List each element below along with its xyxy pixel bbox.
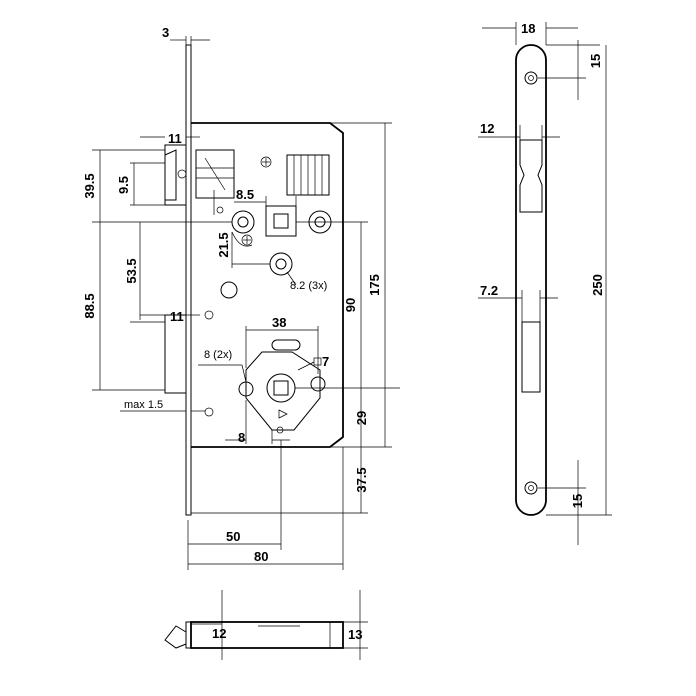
pin-hole-right: [310, 376, 326, 392]
screw-hole-middle: [269, 252, 293, 276]
dim-bolt-slot-width: 7.2: [480, 283, 498, 298]
faceplate-hole-top: [524, 71, 538, 85]
dim-faceplate-max: max 1.5: [124, 399, 163, 411]
arrow-icon: [278, 409, 288, 419]
front-view-dimensions: 3 11 9.5 39.5 53.5 88.5 11 max 1.5: [82, 25, 400, 570]
cylinder-plate: [245, 351, 321, 431]
dim-bolt-offset: 11: [170, 309, 184, 324]
bolt-housing: [164, 314, 187, 394]
dim-spindle-to-cylinder: 90: [343, 298, 358, 312]
dim-spindle-square: 8.5: [236, 187, 254, 202]
bolt-slot: [521, 321, 541, 393]
dim-body-depth: 80: [254, 549, 268, 564]
dim-pin-distance: 8: [238, 430, 245, 445]
cylinder-hub: [266, 373, 296, 403]
latch-tip: [164, 625, 187, 649]
dim-backset: 50: [226, 529, 240, 544]
lock-body-front-view: [164, 44, 344, 516]
dim-latch-height: 9.5: [116, 176, 131, 194]
spindle-hub: [265, 205, 297, 237]
dim-spindle-to-bolt-hole: 21.5: [216, 232, 231, 257]
dim-plate-hole-bottom: 15: [570, 494, 585, 508]
faceplate-outline: [515, 44, 547, 516]
dim-latch-to-bolt: 53.5: [124, 258, 139, 283]
dim-plate-length: 250: [590, 274, 605, 296]
dim-bottom-to-base: 37.5: [354, 467, 369, 492]
dim-total-height: 175: [367, 274, 382, 296]
lock-bottom-view: [164, 621, 344, 649]
dim-cylinder-width: 38: [272, 315, 286, 330]
lock-case-outline: [191, 122, 344, 448]
dim-latch-slot-width: 12: [480, 121, 494, 136]
lock-body-edge: [190, 621, 344, 649]
key-square: [273, 380, 289, 396]
latch-mechanism: [195, 149, 235, 199]
dim-pin-holes: 8 (2x): [204, 349, 232, 361]
dim-screw-holes: 8.2 (3x): [290, 280, 327, 292]
cross-screw-icon: [241, 234, 253, 246]
dim-plate-width: 18: [521, 21, 535, 36]
dim-latch-offset-top: 11: [168, 131, 182, 146]
bottom-view-dimensions: 12 13: [191, 590, 368, 660]
dim-body-thickness: 13: [348, 627, 362, 642]
spindle-square: [273, 213, 289, 229]
dim-cylinder-to-bottom-hole: 29: [354, 411, 369, 425]
dim-key-square: 7: [322, 354, 329, 369]
cross-screw-icon: [260, 156, 272, 168]
cylinder-slot: [271, 339, 301, 351]
dim-plate-hole-top: 15: [588, 54, 603, 68]
dim-latch-depth: 12: [212, 626, 226, 641]
latch-slot: [519, 139, 543, 213]
faceplate: [185, 44, 192, 516]
dim-bolt-to-cylinder: 88.5: [82, 293, 97, 318]
dim-faceplate-thickness: 3: [162, 25, 169, 40]
screw-hole-left: [231, 210, 255, 234]
faceplate-side-view: [515, 44, 547, 516]
faceplate-hole-bottom: [524, 481, 538, 495]
side-view-dimensions: 18 15 12 250 7.2 15: [478, 21, 612, 545]
dim-latch-to-spindle: 39.5: [82, 173, 97, 198]
square-symbol-icon: [313, 357, 322, 366]
follower-hole: [220, 281, 238, 299]
